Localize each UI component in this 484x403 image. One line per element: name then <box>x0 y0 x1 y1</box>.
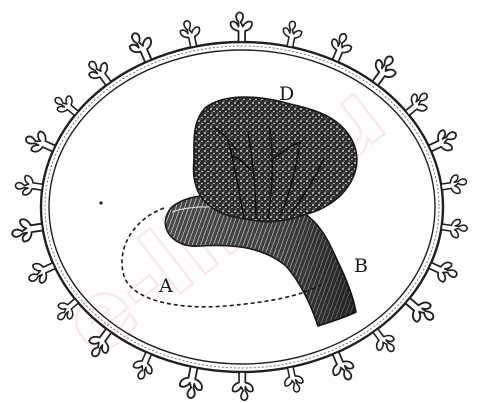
villus <box>178 19 202 49</box>
label-a: A <box>158 275 173 297</box>
villus <box>10 217 44 244</box>
villus <box>282 365 305 394</box>
label-d: D <box>279 83 294 105</box>
villus <box>401 292 439 329</box>
speck <box>99 201 102 204</box>
label-b: B <box>354 255 368 277</box>
villus <box>51 90 82 121</box>
villus <box>440 217 468 239</box>
villus <box>14 174 44 197</box>
villus <box>401 88 434 120</box>
villus <box>368 324 400 357</box>
villus <box>280 20 303 49</box>
villus <box>233 372 253 400</box>
villus <box>231 12 252 42</box>
villus <box>366 51 402 89</box>
villus <box>178 365 206 400</box>
villus <box>83 55 116 90</box>
villus <box>440 174 468 196</box>
